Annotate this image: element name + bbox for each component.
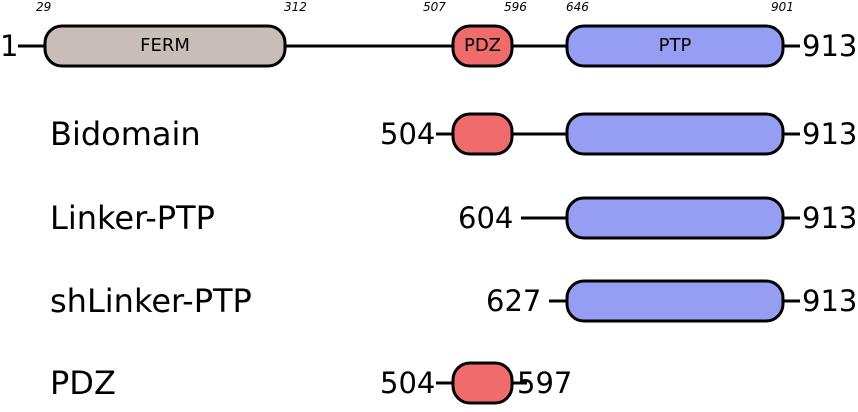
bidomain-end-label: 913	[802, 117, 858, 151]
bidomain-pdz-box	[451, 112, 514, 156]
shlinker-ptp-end-label: 913	[802, 284, 858, 318]
ferm-end-position: 312	[284, 0, 307, 14]
ptp-domain-box	[565, 24, 785, 68]
pdz-domain-box	[451, 24, 514, 68]
full-length-start-label: 1	[0, 29, 19, 63]
ptp-start-position: 646	[566, 0, 589, 14]
construct-name-shlinker-ptp: shLinker-PTP	[50, 282, 252, 320]
full-length-end-label: 913	[802, 29, 858, 63]
linker-ptp-start-label: 604	[458, 201, 514, 235]
construct-name-bidomain: Bidomain	[50, 115, 201, 153]
pdz-start-position: 507	[423, 0, 446, 14]
ferm-start-position: 29	[36, 0, 52, 14]
ferm-domain-label: FERM	[140, 35, 190, 56]
pdz-construct-start-label: 504	[380, 366, 436, 400]
linker-ptp-end-label: 913	[802, 201, 858, 235]
bidomain-start-label: 504	[380, 117, 436, 151]
shlinker-ptp-box	[565, 279, 785, 323]
construct-name-pdz: PDZ	[50, 364, 116, 402]
construct-name-linker-ptp: Linker-PTP	[50, 199, 215, 237]
pdz-end-position: 596	[504, 0, 527, 14]
pdz-domain-label: PDZ	[463, 35, 502, 56]
bidomain-ptp-box	[565, 112, 785, 156]
ferm-domain-box	[43, 24, 287, 68]
ptp-end-position: 901	[771, 0, 794, 14]
pdz-construct-box	[451, 361, 514, 405]
shlinker-ptp-start-label: 627	[486, 284, 542, 318]
pdz-construct-end-label: 597	[517, 366, 573, 400]
ptp-domain-label: PTP	[658, 35, 692, 56]
linker-ptp-box	[565, 196, 785, 240]
